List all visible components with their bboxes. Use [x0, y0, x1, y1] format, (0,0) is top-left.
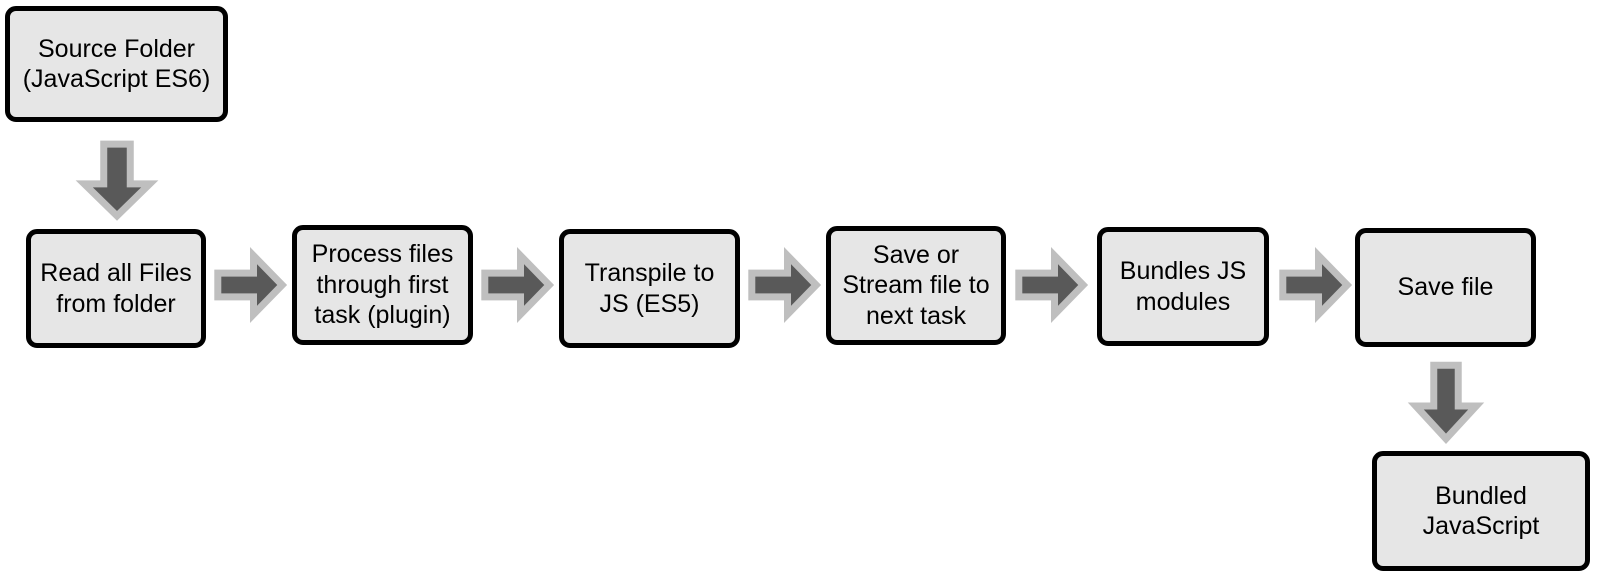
node-label: Bundled JavaScript	[1422, 481, 1540, 541]
node-process-files: Process files through first task (plugin…	[292, 225, 473, 345]
node-transpile-to-js: Transpile to JS (ES5)	[559, 229, 740, 348]
arrow-down-icon	[1410, 362, 1482, 442]
node-source-folder: Source Folder (JavaScript ES6)	[5, 6, 228, 122]
node-label: Transpile to JS (ES5)	[584, 259, 715, 318]
node-bundled-javascript: Bundled JavaScript	[1372, 451, 1590, 571]
arrow-right-icon	[749, 250, 819, 320]
node-save-or-stream: Save or Stream file to next task	[826, 226, 1006, 345]
node-label: Source Folder (JavaScript ES6)	[22, 34, 211, 94]
arrow-down-icon	[78, 141, 156, 219]
node-bundles-js-modules: Bundles JS modules	[1097, 227, 1269, 346]
arrow-right-icon	[482, 250, 552, 320]
arrow-right-icon	[1280, 250, 1350, 320]
node-label: Save or Stream file to next task	[842, 240, 990, 330]
arrow-right-icon	[1016, 250, 1086, 320]
node-label: Read all Files from folder	[40, 259, 192, 318]
node-label: Process files through first task (plugin…	[311, 240, 454, 330]
node-label: Bundles JS modules	[1119, 257, 1247, 316]
node-read-all-files: Read all Files from folder	[26, 229, 206, 348]
arrow-right-icon	[215, 250, 285, 320]
node-label: Save file	[1397, 273, 1494, 302]
node-save-file: Save file	[1355, 228, 1536, 347]
